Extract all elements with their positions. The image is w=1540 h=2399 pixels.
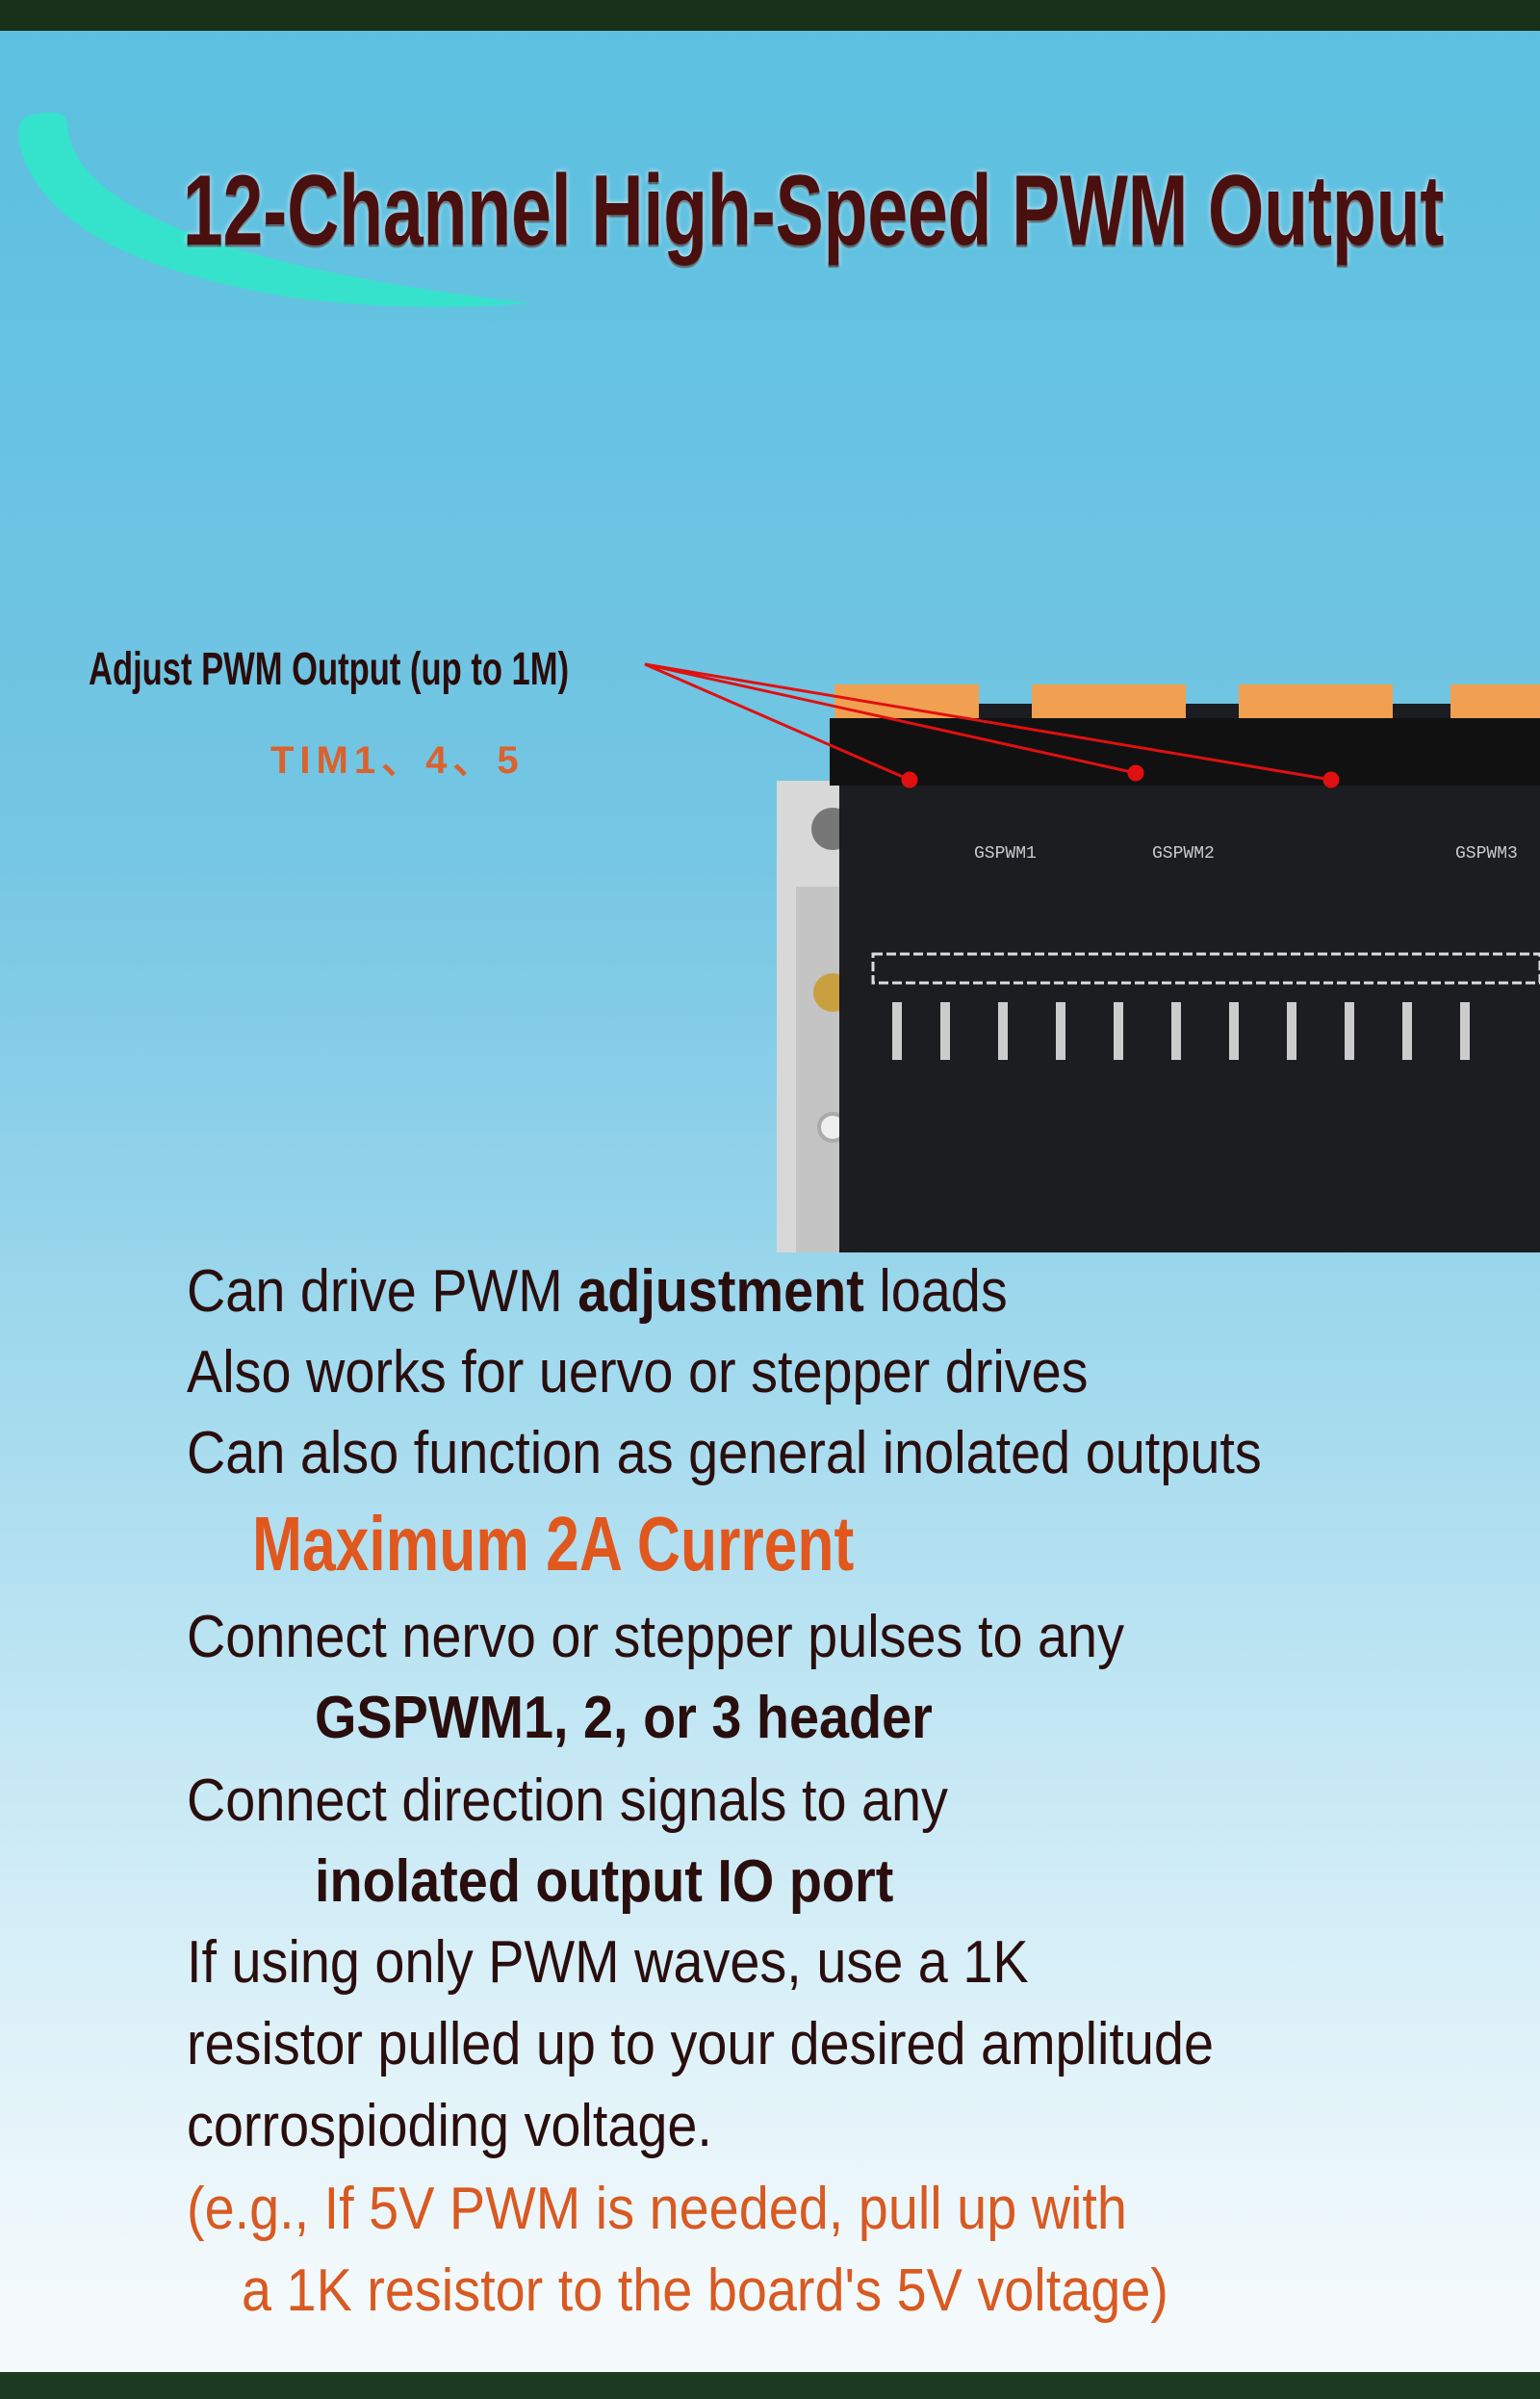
page-title: 12-Channel High-Speed PWM Output <box>183 155 1445 267</box>
example-note: a 1K resistor to the board's 5V voltage) <box>242 2257 1168 2324</box>
feature-line: Connect direction signals to any <box>187 1767 948 1834</box>
feature-line: If using only PWM waves, use a 1K <box>187 1929 1029 1996</box>
feature-line: resistor pulled up to your desired ampli… <box>187 2011 1214 2077</box>
feature-line: Also works for uervo or stepper drives <box>187 1339 1089 1406</box>
example-note: (e.g., If 5V PWM is needed, pull up with <box>187 2176 1127 2242</box>
feature-line: corrospioding voltage. <box>187 2093 712 2159</box>
feature-line: Can drive PWM adjustment loads <box>187 1258 1008 1325</box>
feature-line: inolated output IO port <box>315 1848 894 1915</box>
decorative-swoosh <box>17 112 529 308</box>
top-border <box>0 0 1540 31</box>
pcb-board-photo: GSPWM1 GSPWM2 GSPWM3 <box>777 684 1540 1252</box>
feature-line: GSPWM1, 2, or 3 header <box>315 1685 933 1751</box>
max-current-heading: Maximum 2A Current <box>252 1501 855 1586</box>
callout-label: Adjust PWM Output (up to 1M) <box>89 644 570 695</box>
bottom-border <box>0 2372 1540 2399</box>
header-label: GSPWM2 <box>1152 844 1215 864</box>
header-label: GSPWM3 <box>1455 844 1518 864</box>
timer-label: TIM1、4、5 <box>270 739 525 782</box>
feature-line: Connect nervo or stepper pulses to any <box>187 1604 1124 1670</box>
feature-line: Can also function as general inolated ou… <box>187 1420 1262 1486</box>
header-label: GSPWM1 <box>974 844 1037 864</box>
